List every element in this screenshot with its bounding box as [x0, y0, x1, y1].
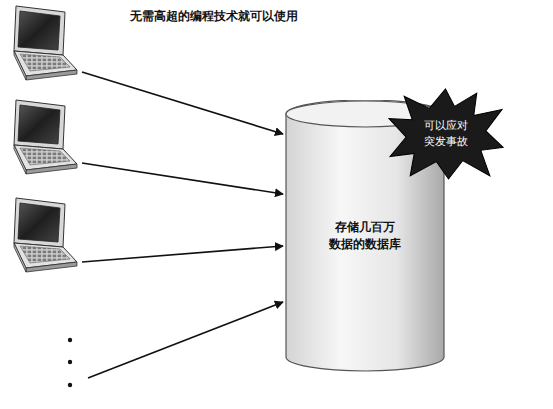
- arrow: [82, 246, 283, 262]
- alert-starburst-outline: [388, 88, 504, 180]
- caption-note: 无需高超的编程技术就可以使用: [130, 8, 298, 25]
- arrow: [82, 163, 283, 194]
- node-text: 可以应对 突发事故: [419, 118, 473, 150]
- ellipsis-dot: [68, 383, 72, 387]
- laptop-icon: [14, 198, 77, 272]
- ellipsis-dot: [68, 360, 72, 364]
- laptop-icon: [14, 6, 77, 80]
- ellipsis-dot: [68, 338, 72, 342]
- node-text: 存储几百万 数据的数据库: [323, 219, 407, 254]
- arrow: [88, 302, 283, 378]
- alert-starburst: 可以应对 突发事故: [388, 88, 504, 180]
- arrow: [82, 72, 283, 134]
- laptop-icon: [14, 100, 77, 174]
